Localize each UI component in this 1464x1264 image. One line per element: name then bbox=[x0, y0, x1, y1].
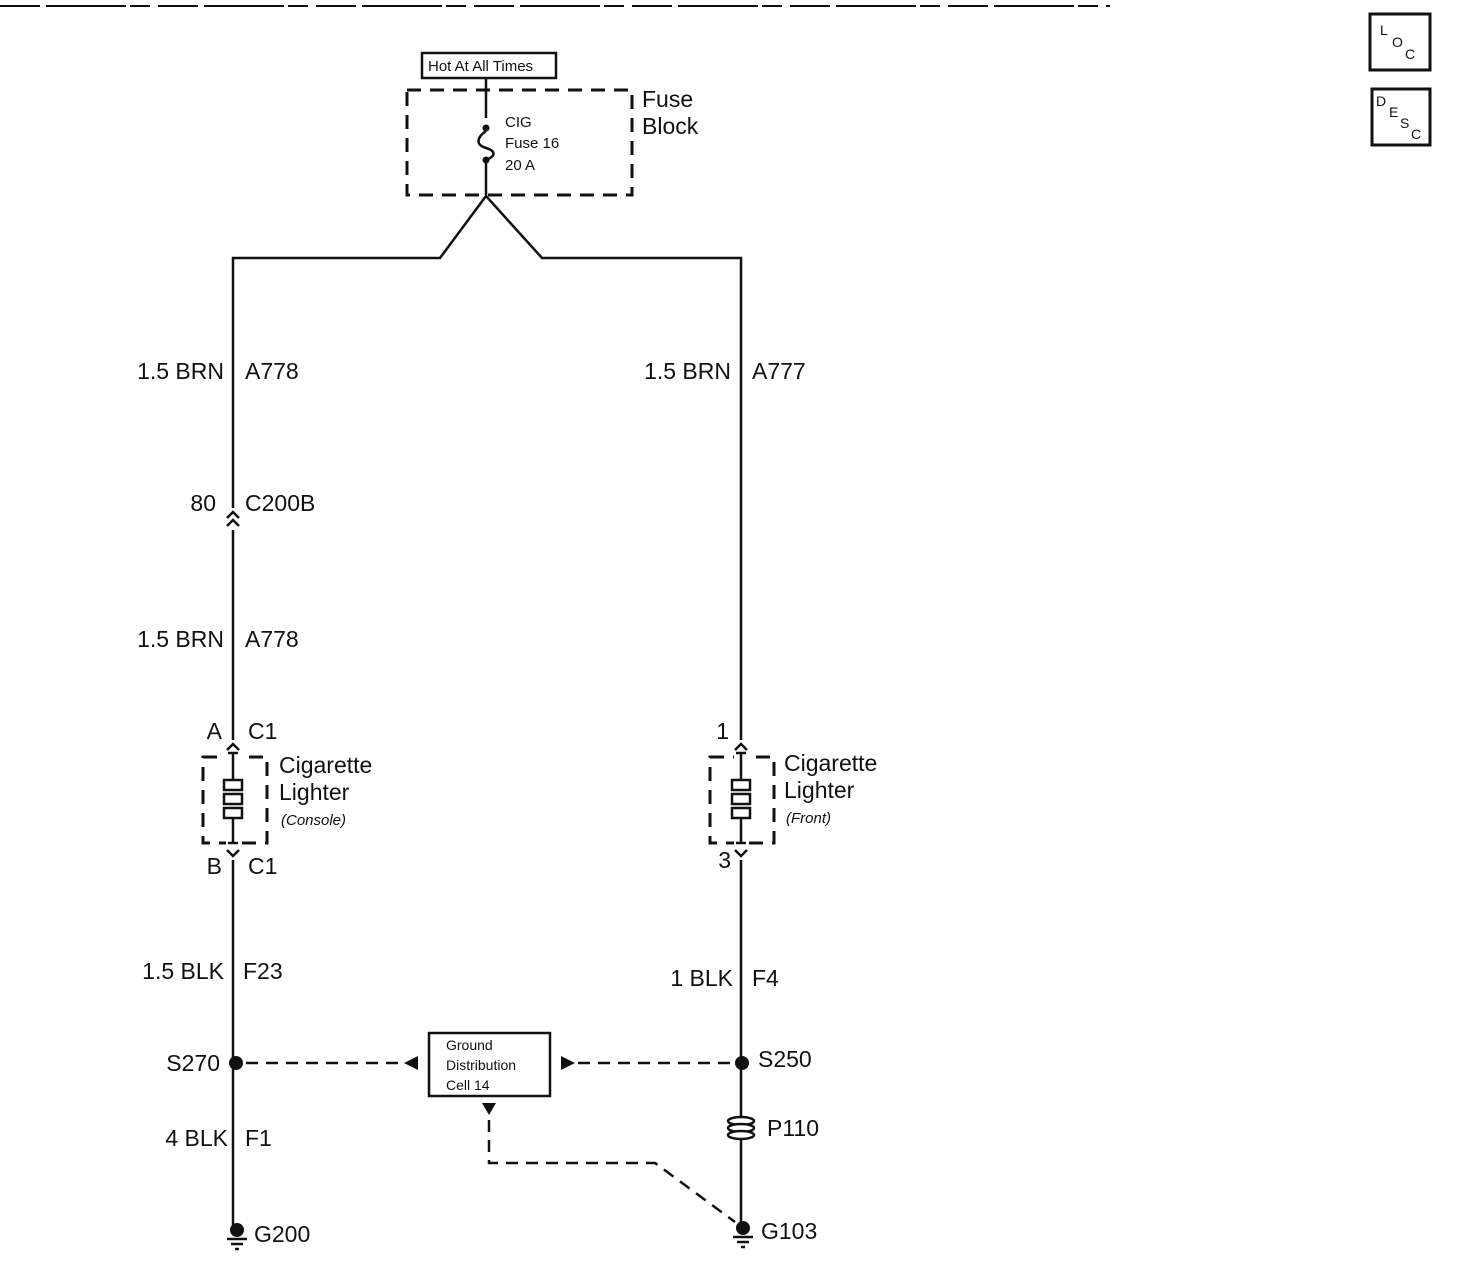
left-lighter-bottom-pin: B bbox=[207, 853, 222, 879]
right-wire2-size: 1 BLK bbox=[670, 965, 733, 991]
g103-ground-symbol bbox=[733, 1221, 753, 1249]
hot-at-all-times-tag: Hot At All Times bbox=[420, 51, 558, 80]
s270-label: S270 bbox=[166, 1050, 220, 1076]
left-wire3-circuit: F23 bbox=[243, 958, 283, 984]
svg-text:Distribution: Distribution bbox=[446, 1057, 516, 1073]
c200b-connector-symbol bbox=[226, 508, 240, 530]
svg-text:E: E bbox=[1389, 104, 1398, 120]
left-lighter-top-connector: C1 bbox=[248, 718, 277, 744]
left-wire1-size: 1.5 BRN bbox=[137, 358, 224, 384]
c200b-pin: 80 bbox=[190, 490, 216, 516]
fuse-symbol bbox=[477, 78, 495, 195]
ground-distribution-link[interactable]: Ground Distribution Cell 14 bbox=[427, 1031, 552, 1098]
svg-text:Ground: Ground bbox=[446, 1037, 493, 1053]
svg-text:D: D bbox=[1376, 93, 1386, 109]
left-ref-arrow bbox=[404, 1056, 418, 1070]
left-wire1-circuit: A778 bbox=[245, 358, 299, 384]
fuse-number: Fuse 16 bbox=[505, 135, 559, 152]
g200-label: G200 bbox=[254, 1221, 310, 1247]
left-lighter-bottom-connector: C1 bbox=[248, 853, 277, 879]
left-lighter-label-2: Lighter bbox=[279, 779, 350, 805]
s250-splice-dot bbox=[735, 1056, 749, 1070]
down-ref-arrow bbox=[482, 1103, 496, 1115]
svg-text:C: C bbox=[1405, 46, 1415, 62]
svg-text:S: S bbox=[1400, 115, 1409, 131]
right-wire2-circuit: F4 bbox=[752, 965, 779, 991]
fuse-block-label-1: Fuse bbox=[642, 86, 693, 112]
front-cigarette-lighter-symbol bbox=[708, 740, 776, 860]
svg-text:C: C bbox=[1411, 126, 1421, 142]
fuse-name: CIG bbox=[505, 114, 532, 131]
left-wire2-circuit: A778 bbox=[245, 626, 299, 652]
console-cigarette-lighter-symbol bbox=[201, 740, 269, 860]
left-lighter-sub: (Console) bbox=[281, 812, 346, 829]
left-wire3-size: 1.5 BLK bbox=[142, 958, 224, 984]
left-lighter-top-pin: A bbox=[207, 718, 223, 744]
right-wire1-circuit: A777 bbox=[752, 358, 806, 384]
location-icon[interactable]: L O C bbox=[1368, 12, 1432, 72]
p110-passthrough-symbol bbox=[726, 1115, 756, 1141]
left-wire2-size: 1.5 BRN bbox=[137, 626, 224, 652]
s250-label: S250 bbox=[758, 1046, 812, 1072]
right-lighter-label-1: Cigarette bbox=[784, 750, 877, 776]
right-wire1-size: 1.5 BRN bbox=[644, 358, 731, 384]
right-lighter-top-pin: 1 bbox=[716, 718, 729, 744]
left-lighter-label-1: Cigarette bbox=[279, 752, 372, 778]
g200-ground-symbol bbox=[227, 1223, 247, 1251]
right-ref-arrow bbox=[561, 1056, 575, 1070]
c200b-name: C200B bbox=[245, 490, 315, 516]
g103-label: G103 bbox=[761, 1218, 817, 1244]
svg-text:Hot At All Times: Hot At All Times bbox=[428, 58, 533, 75]
right-lighter-bottom-pin: 3 bbox=[718, 847, 731, 873]
right-lighter-sub: (Front) bbox=[786, 810, 831, 827]
fuse-block-label-2: Block bbox=[642, 113, 699, 139]
s270-splice-dot bbox=[229, 1056, 243, 1070]
g103-ground-ref-line bbox=[487, 1120, 736, 1224]
left-wire4-size: 4 BLK bbox=[165, 1125, 228, 1151]
fuse-rating: 20 A bbox=[505, 157, 535, 174]
svg-text:L: L bbox=[1380, 22, 1388, 38]
left-wire4-circuit: F1 bbox=[245, 1125, 272, 1151]
main-wiring bbox=[231, 194, 743, 1230]
p110-label: P110 bbox=[767, 1115, 819, 1141]
svg-text:Cell 14: Cell 14 bbox=[446, 1077, 490, 1093]
right-lighter-label-2: Lighter bbox=[784, 777, 855, 803]
fuse-block-outline bbox=[405, 88, 634, 197]
svg-text:O: O bbox=[1392, 34, 1403, 50]
description-icon[interactable]: D E S C bbox=[1370, 87, 1432, 147]
